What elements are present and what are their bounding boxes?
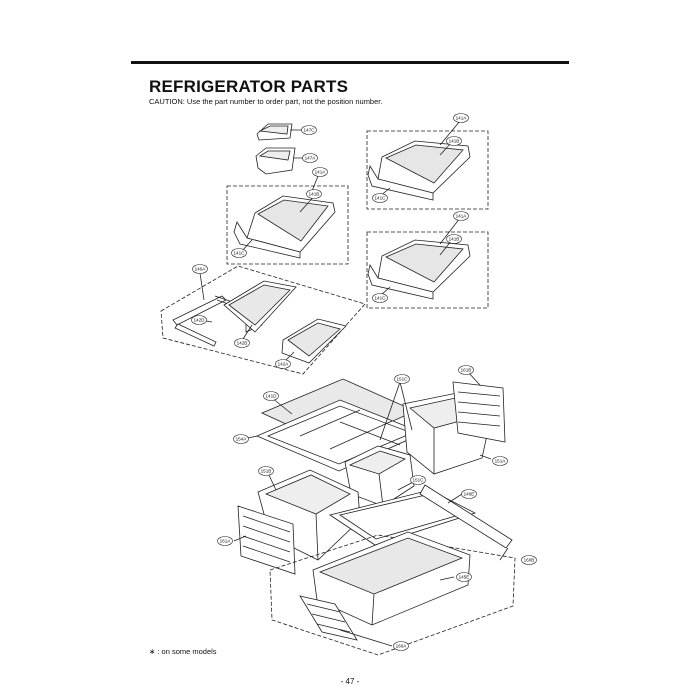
svg-text:140A: 140A — [195, 267, 207, 272]
shelf-group-right-top-box — [366, 130, 489, 210]
callout-146e: 146E — [461, 489, 477, 499]
svg-text:160B: 160B — [524, 558, 535, 563]
page-number: - 47 - — [340, 677, 360, 686]
callout-160b: 160B — [521, 555, 537, 565]
callouts: 147C 147A 141A 141B 141C 141A 141B 141C … — [191, 113, 537, 651]
svg-text:147C: 147C — [304, 128, 316, 133]
callout-141b-left: 141B — [306, 189, 322, 199]
shelf-glass-142a — [281, 318, 347, 364]
svg-text:151A: 151A — [495, 459, 507, 464]
bin-147a — [255, 147, 296, 175]
svg-text:141B: 141B — [449, 139, 460, 144]
callout-140a: 140A — [192, 264, 208, 274]
svg-text:142D: 142D — [194, 318, 206, 323]
shelf-glass-142b — [223, 280, 297, 333]
page-title: REFRIGERATOR PARTS — [149, 77, 349, 96]
svg-text:151C: 151C — [413, 478, 425, 483]
shelf-group-right-bottom-box — [366, 231, 489, 309]
callout-160a: 160A — [393, 641, 409, 651]
callout-151b: 151B — [258, 466, 274, 476]
svg-text:141C: 141C — [234, 251, 246, 256]
callout-151c-bottom: 151C — [410, 475, 426, 485]
svg-text:142A: 142A — [278, 362, 290, 367]
svg-text:142B: 142B — [237, 341, 248, 346]
svg-text:146E: 146E — [464, 492, 475, 497]
callout-147c: 147C — [301, 125, 317, 135]
side-panel-161a — [237, 505, 296, 575]
svg-text:141C: 141C — [375, 196, 387, 201]
svg-text:154A: 154A — [236, 437, 248, 442]
callout-141a-left: 141A — [312, 167, 328, 177]
callout-141b-right-bottom: 141B — [446, 234, 462, 244]
callout-142b: 142B — [234, 338, 250, 348]
svg-text:141C: 141C — [375, 296, 387, 301]
caution-text: CAUTION: Use the part number to order pa… — [149, 97, 383, 106]
callout-142d: 142D — [191, 315, 207, 325]
callout-142a: 142A — [275, 359, 291, 369]
footnote: ∗ : on some models — [149, 647, 217, 656]
callout-141b-right-top: 141B — [446, 136, 462, 146]
svg-text:141B: 141B — [309, 192, 320, 197]
shelf-141-right-bottom — [367, 239, 471, 300]
svg-text:141A: 141A — [456, 214, 468, 219]
callout-141c-right-bottom: 141C — [372, 293, 388, 303]
shelf-group-left-box — [226, 185, 349, 265]
callout-161b: 161B — [458, 365, 474, 375]
svg-text:160A: 160A — [396, 644, 408, 649]
svg-text:151B: 151B — [261, 469, 272, 474]
divider-160a — [299, 595, 358, 641]
svg-text:141D: 141D — [266, 394, 278, 399]
folding-shelf-group-box — [160, 265, 366, 375]
slide-rail-160b — [419, 484, 513, 549]
side-panel-161b — [452, 381, 506, 443]
callout-161a: 161A — [217, 536, 233, 546]
callout-141a-right-top: 141A — [453, 113, 469, 123]
svg-text:161A: 161A — [220, 539, 232, 544]
bottom-drawer-group-box — [269, 534, 516, 656]
bin-147c — [256, 123, 293, 141]
callout-147a: 147A — [302, 153, 318, 163]
svg-text:141A: 141A — [315, 170, 327, 175]
callout-145e: 145E — [456, 572, 472, 582]
callout-141d: 141D — [263, 391, 279, 401]
callout-141c-right-top: 141C — [372, 193, 388, 203]
callout-151a: 151A — [492, 456, 508, 466]
shelf-141-left — [233, 195, 336, 259]
svg-text:147A: 147A — [305, 156, 317, 161]
callout-141a-right-bottom: 141A — [453, 211, 469, 221]
svg-text:145E: 145E — [459, 575, 470, 580]
svg-text:141B: 141B — [449, 237, 460, 242]
shelf-141-right-top — [367, 140, 471, 201]
svg-text:151C: 151C — [397, 377, 409, 382]
callout-141c-left: 141C — [231, 248, 247, 258]
svg-text:141A: 141A — [456, 116, 468, 121]
callout-154a: 154A — [233, 434, 249, 444]
header-rule — [131, 61, 569, 64]
callout-151c-top: 151C — [394, 374, 410, 384]
svg-text:161B: 161B — [461, 368, 472, 373]
